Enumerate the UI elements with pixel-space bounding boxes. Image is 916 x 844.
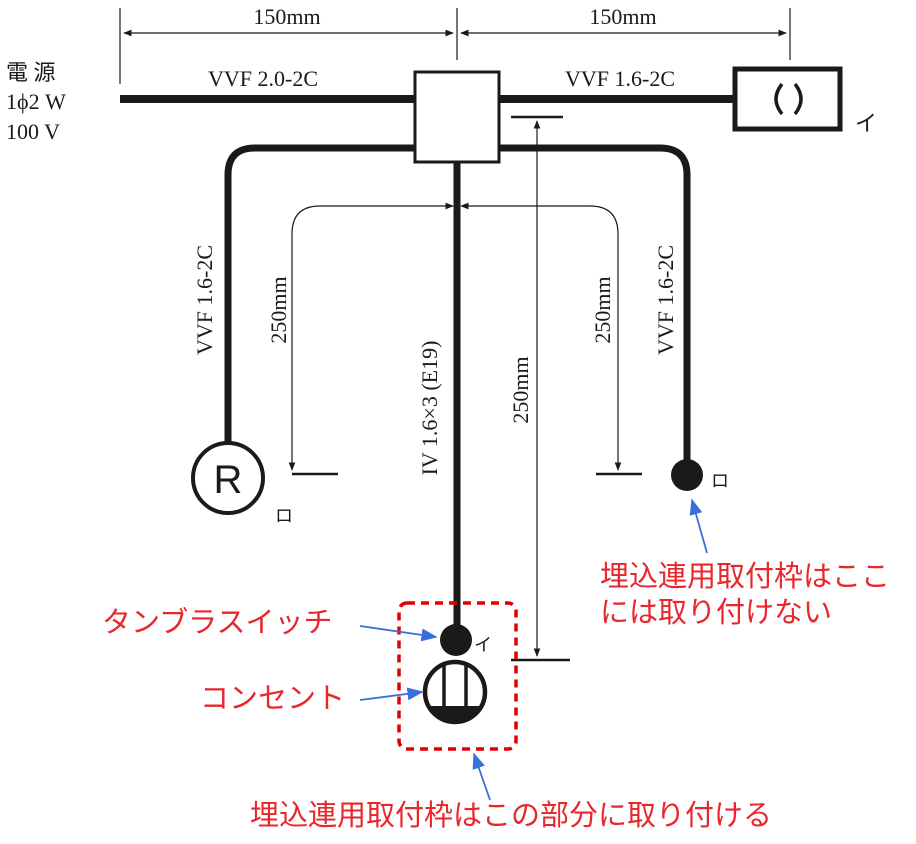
switch-ro-dot	[671, 459, 703, 491]
ceiling-light: イ	[732, 66, 877, 136]
arrow-right-note	[689, 498, 708, 554]
cable-label-left-vertical: VVF 1.6-2C	[192, 245, 217, 355]
light-glyph-left	[774, 82, 784, 116]
receptacle-r: R ロ	[191, 441, 293, 526]
cable-label-right-vertical: VVF 1.6-2C	[653, 245, 678, 355]
light-fixture-box	[732, 66, 843, 132]
switch-ro: ロ	[671, 459, 729, 491]
receptacle-r-label: ロ	[275, 506, 293, 526]
cable-label-center-vertical: IV 1.6×3 (E19)	[417, 341, 442, 476]
arrow-tumbler-switch	[359, 625, 438, 642]
dimension-label-top-left: 150mm	[253, 4, 320, 29]
annotation-right-note-line1: 埋込連用取付枠はここ	[600, 560, 890, 593]
annotation-bottom-note: 埋込連用取付枠はこの部分に取り付ける	[250, 799, 772, 832]
cable-label-main: VVF 2.0-2C	[208, 66, 318, 91]
wire-right-branch	[499, 144, 691, 462]
annotation-outlet: コンセント	[200, 683, 345, 715]
outlet-symbol	[422, 659, 488, 725]
arrow-bottom-note	[472, 752, 491, 801]
annotation-tumbler-switch: タンブラスイッチ	[102, 606, 333, 639]
receptacle-r-glyph: R	[214, 458, 243, 502]
annotation-right-note-line2: には取り付けない	[600, 596, 832, 629]
light-glyph-right	[793, 82, 803, 116]
receptacle-r-circle	[191, 441, 265, 515]
dimension-label-right-branch: 250mm	[590, 276, 615, 343]
dimension-label-center-branch: 250mm	[508, 356, 533, 423]
power-source-line1: 電 源	[6, 60, 56, 85]
power-source: 電 源 1ϕ2 W 100 V	[6, 60, 66, 144]
tumbler-switch-label: イ	[474, 635, 492, 655]
arrow-outlet	[359, 687, 424, 701]
cable-label-to-light: VVF 1.6-2C	[565, 66, 675, 91]
dimension-line-right-branch	[460, 202, 622, 471]
switch-ro-label: ロ	[711, 471, 729, 491]
dashed-mount-frame	[397, 601, 518, 751]
ceiling-light-label: イ	[855, 111, 877, 136]
power-source-line3: 100 V	[6, 119, 60, 144]
power-source-line2: 1ϕ2 W	[6, 89, 66, 114]
dimension-label-top-right: 150mm	[589, 4, 656, 29]
dimension-top: 150mm 150mm	[119, 4, 791, 84]
tumbler-switch-dot	[440, 624, 472, 656]
wire-left-branch	[224, 144, 415, 444]
switch-outlet-group: イ	[397, 601, 518, 751]
dimension-label-left-branch: 250mm	[266, 276, 291, 343]
dimension-line-left-branch	[288, 202, 454, 471]
junction-box	[413, 70, 501, 164]
dimension-branches: 250mm 250mm 250mm	[266, 115, 642, 662]
annotations: 埋込連用取付枠はここ には取り付けない タンブラスイッチ コンセント 埋込連用取…	[102, 498, 890, 832]
wires	[120, 95, 735, 628]
